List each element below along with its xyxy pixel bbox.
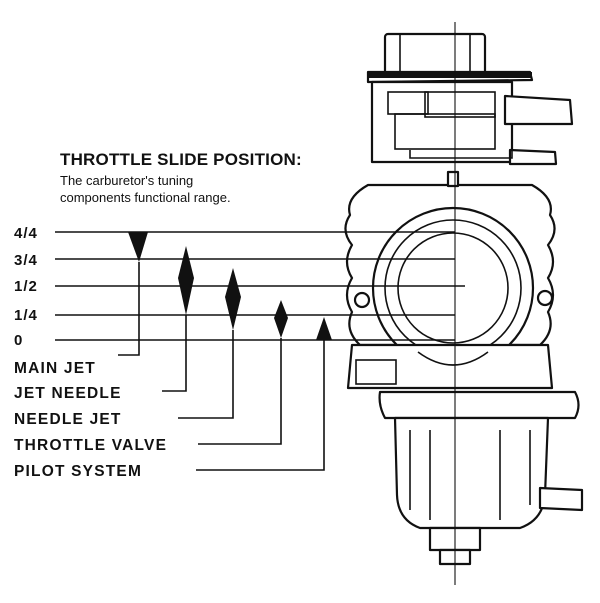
component-label-needle-jet: NEEDLE JET: [14, 411, 122, 428]
main-jet-range-marker: [128, 232, 148, 262]
range-markers: [128, 232, 332, 340]
position-label-1-4: 1/4: [14, 307, 38, 324]
diagram-title: THROTTLE SLIDE POSITION:: [60, 150, 302, 169]
throttle-valve-range-marker: [274, 300, 288, 338]
carburetor-illustration: [344, 22, 584, 585]
component-label-pilot-system: PILOT SYSTEM: [14, 463, 142, 480]
position-label-0: 0: [14, 332, 23, 349]
main-jet-leader: [118, 262, 140, 356]
component-label-throttle-valve: THROTTLE VALVE: [14, 437, 167, 454]
position-lines: [55, 231, 465, 341]
leader-lines: [118, 262, 325, 471]
pilot-system-leader: [196, 340, 325, 471]
needle-jet-leader: [178, 330, 234, 419]
subtitle-line-1: The carburetor's tuning: [60, 173, 193, 188]
needle-jet-range-marker: [225, 268, 241, 330]
jet-needle-range-marker: [178, 246, 194, 315]
pilot-system-range-marker: [316, 317, 332, 340]
component-label-main-jet: MAIN JET: [14, 360, 96, 377]
position-label-3-4: 3/4: [14, 252, 38, 269]
position-label-1-2: 1/2: [14, 278, 38, 295]
jet-needle-leader: [162, 315, 187, 392]
component-label-jet-needle: JET NEEDLE: [14, 385, 122, 402]
subtitle-line-2: components functional range.: [60, 190, 231, 205]
position-label-4-4: 4/4: [14, 225, 38, 242]
throttle-valve-leader: [198, 338, 282, 445]
